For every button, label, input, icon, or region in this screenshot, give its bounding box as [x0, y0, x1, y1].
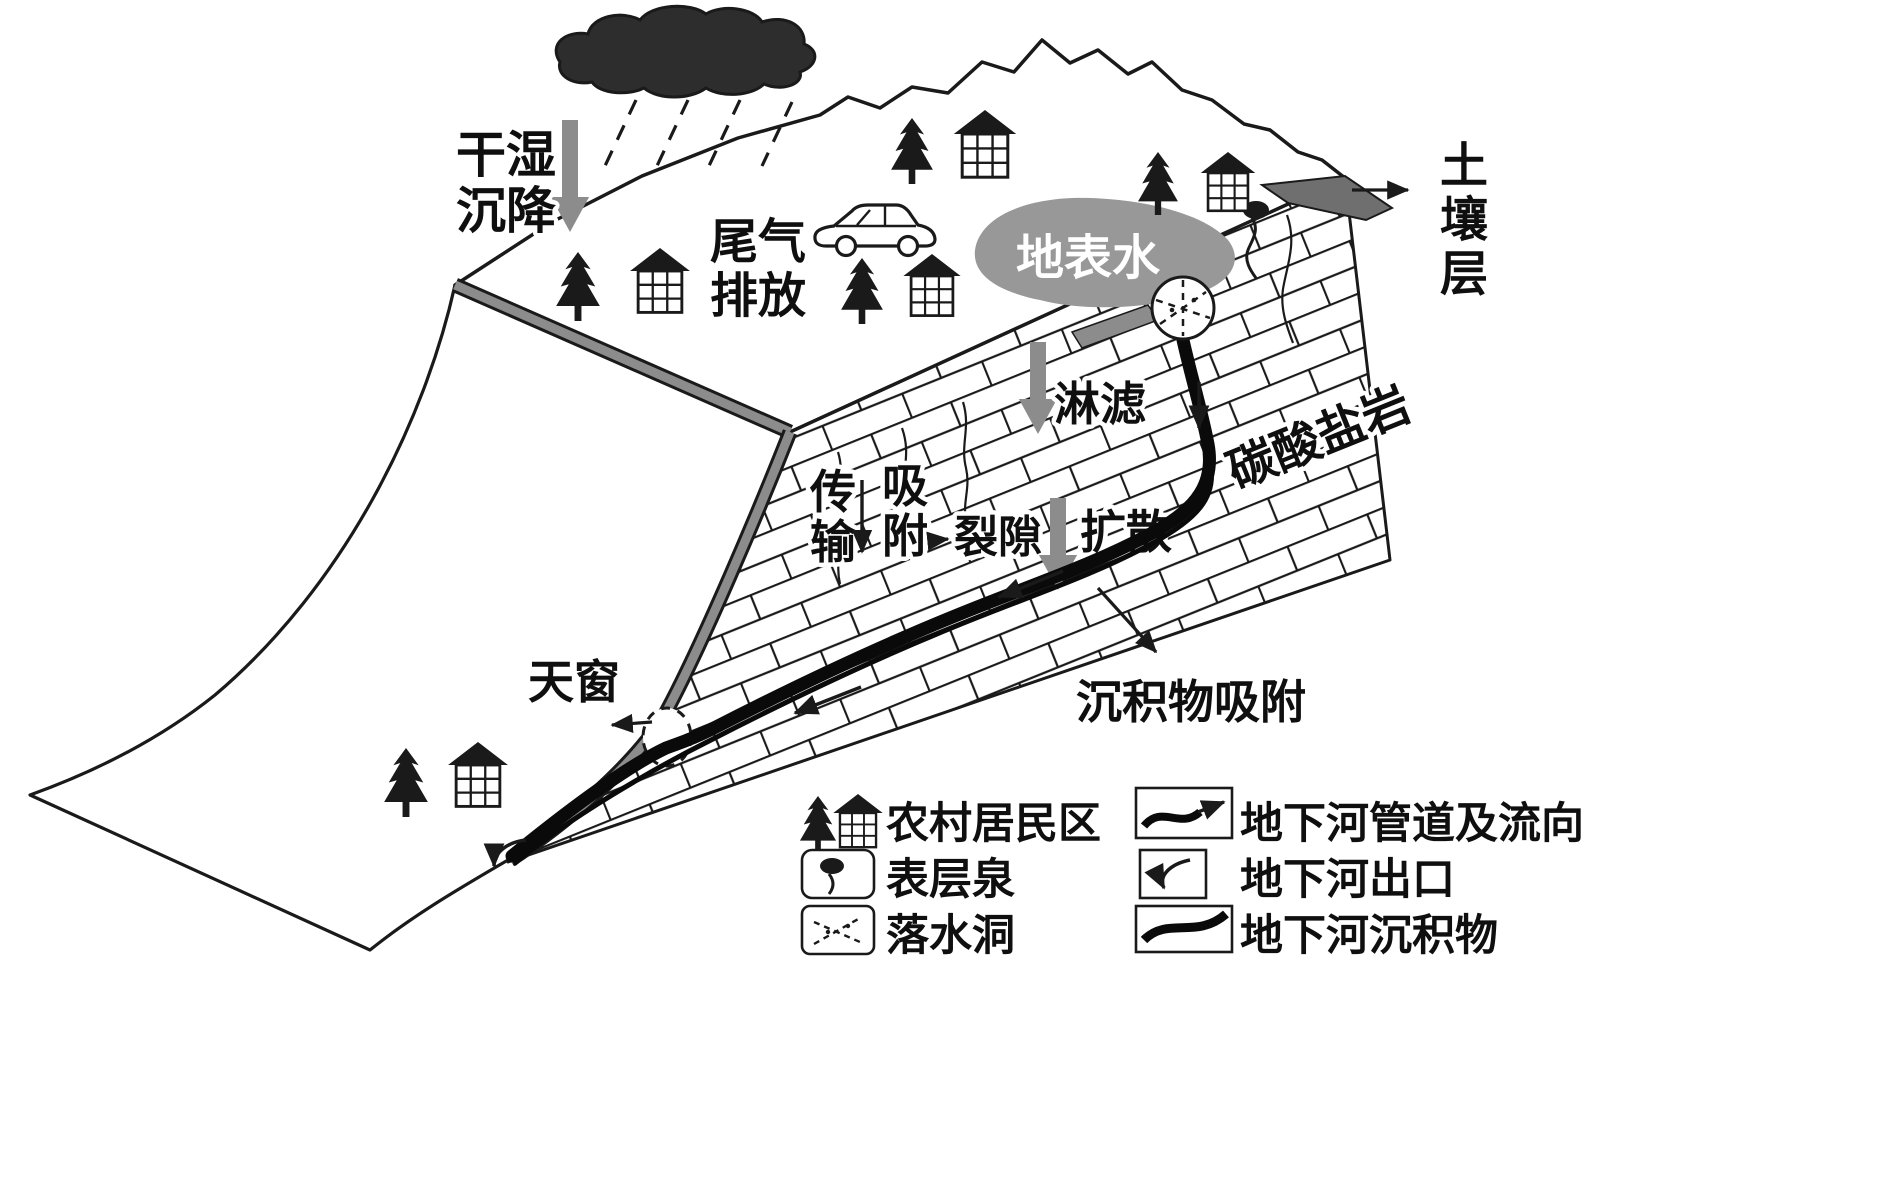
skylight-arrow: [610, 713, 653, 734]
legend-item-rural-residential: 农村居民区: [799, 792, 1101, 853]
car-icon: [813, 203, 937, 258]
underground-river-conduit: [505, 333, 1216, 863]
legend-label: 落水洞: [886, 911, 1015, 961]
rain-lines: [602, 99, 794, 169]
legend-label: 农村居民区: [886, 799, 1101, 849]
underground-river-outlet-icon: [1138, 848, 1208, 900]
fissure-line: [836, 451, 843, 585]
legend-item-underground-river-sediment: 地下河沉积物: [1134, 904, 1498, 961]
leaching-label: 淋滤: [1054, 377, 1146, 431]
rain-line: [760, 101, 794, 167]
soil-wedge-top-right: [1259, 174, 1395, 222]
dry-wet-deposition-label-line2: 沉降: [456, 182, 556, 240]
sediment-adsorption-label: 沉积物吸附: [1076, 675, 1306, 729]
legend-label: 地下河出口: [1240, 855, 1455, 905]
epikarst-spring-icon: [1243, 201, 1269, 279]
fissure-line: [900, 427, 909, 559]
rain-line: [654, 99, 690, 169]
rural-residential-icon: [799, 796, 837, 853]
soil-band-edge: [453, 280, 792, 437]
flow-arrow: [997, 569, 1064, 599]
soil-layer-label-char3: 层: [1440, 246, 1488, 302]
rock-fissure-lines: [836, 214, 1295, 585]
transport-label-char1: 传: [809, 465, 856, 519]
rain-line: [602, 99, 638, 169]
transport-label-char2: 输: [810, 515, 857, 569]
legend-item-underground-river-outlet: 地下河出口: [1138, 848, 1455, 905]
underground-river-outlet-icon: [483, 838, 527, 868]
sinkhole-icon: [1150, 275, 1216, 341]
fissure-line: [961, 401, 969, 525]
soil-layer-label-char1: 土: [1440, 138, 1488, 194]
flow-arrow: [793, 685, 862, 715]
skylight-label: 天窗: [528, 655, 620, 709]
epikarst-spring-icon: [800, 848, 876, 900]
cloud-icon: [554, 4, 817, 99]
exhaust-emission-label-line1: 尾气: [710, 214, 806, 270]
legend-item-sinkhole: 落水洞: [800, 904, 1015, 961]
underground-river-conduit-icon: [1134, 786, 1234, 840]
river-flow-arrows: [793, 382, 1210, 715]
dry-wet-deposition-label-line1: 干湿: [456, 126, 556, 184]
legend-item-underground-river-conduit: 地下河管道及流向: [1134, 786, 1584, 849]
legend: 农村居民区 表层泉 落水洞 地下河管道及流向 地下河出口: [799, 786, 1584, 961]
underground-river-sediment: [512, 467, 1215, 866]
legend-label: 地下河管道及流向: [1240, 799, 1584, 849]
legend-label: 表层泉: [886, 855, 1015, 905]
fissure-line: [1281, 214, 1295, 344]
adsorption-label-char1: 吸: [882, 459, 928, 513]
soil-layer-label-char2: 壤: [1440, 192, 1488, 248]
rain-line: [706, 99, 742, 169]
legend-label: 地下河沉积物: [1240, 911, 1498, 961]
fissure-label: 裂隙: [954, 512, 1042, 563]
legend-item-epikarst-spring: 表层泉: [800, 848, 1015, 905]
adsorption-right-arrow: [926, 531, 950, 551]
surface-water-label: 地表水: [1016, 230, 1161, 286]
exhaust-emission-label-line2: 排放: [710, 268, 806, 324]
house-icon: [832, 792, 884, 849]
sediment-adsorption-arrow: [1096, 586, 1158, 654]
adsorption-label-char2: 附: [882, 509, 928, 563]
